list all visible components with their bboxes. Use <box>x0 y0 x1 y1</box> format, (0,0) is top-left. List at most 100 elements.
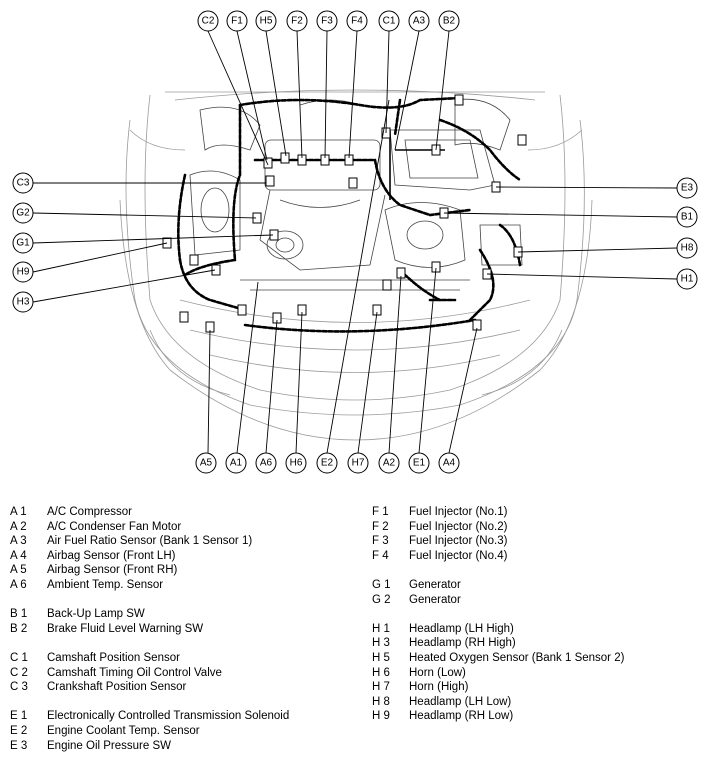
legend-row: A 6 Ambient Temp. Sensor <box>10 578 289 593</box>
legend-code: F 3 <box>372 535 389 548</box>
callout-h1: H1 <box>676 268 698 290</box>
legend-label: Air Fuel Ratio Sensor (Bank 1 Sensor 1) <box>47 535 253 548</box>
svg-text:C2: C2 <box>202 16 215 27</box>
legend-code: H 3 <box>372 637 390 650</box>
callout-b2: B2 <box>438 10 460 32</box>
svg-text:H7: H7 <box>352 458 365 469</box>
svg-text:F4: F4 <box>351 16 363 27</box>
legend-row: F 3 Fuel Injector (No.3) <box>372 534 624 549</box>
legend-row: A 3 Air Fuel Ratio Sensor (Bank 1 Sensor … <box>10 534 289 549</box>
legend-code: C 3 <box>10 681 28 694</box>
svg-text:H1: H1 <box>681 274 694 285</box>
legend-code: H 9 <box>372 710 390 723</box>
callout-b1: B1 <box>676 206 698 228</box>
legend-label: Generator <box>409 593 461 606</box>
callout-h5: H5 <box>255 10 277 32</box>
callout-a6: A6 <box>255 452 277 474</box>
callouts-top: C2 F1 H5 F2 F3 F4 C1 A3 B2 <box>197 10 460 32</box>
legend-label: Generator <box>409 578 461 591</box>
svg-text:B1: B1 <box>681 212 694 223</box>
callout-h6: H6 <box>285 452 307 474</box>
svg-text:C1: C1 <box>383 16 396 27</box>
legend-code: H 1 <box>372 622 390 635</box>
callout-e3: E3 <box>676 177 698 199</box>
legend-code: A 6 <box>10 578 27 591</box>
legend-code: F 4 <box>372 549 389 562</box>
svg-text:A1: A1 <box>230 458 243 469</box>
legend-label: Engine Oil Pressure SW <box>47 739 171 752</box>
legend-gap <box>372 563 624 578</box>
leader-lines <box>32 30 678 454</box>
legend-code: A 3 <box>10 535 27 548</box>
svg-text:A4: A4 <box>443 458 456 469</box>
callout-h9: H9 <box>12 261 34 283</box>
legend-label: Heated Oxygen Sensor (Bank 1 Sensor 2) <box>409 651 625 664</box>
legend-code: G 1 <box>372 578 391 591</box>
legend-label: Fuel Injector (No.3) <box>409 535 508 548</box>
wire-harness <box>177 96 522 333</box>
callouts-right: E3 B1 H8 H1 <box>676 177 698 290</box>
legend-gap <box>10 593 289 608</box>
engine-room-wiring-diagram: C2 F1 H5 F2 F3 F4 C1 A3 B2 C3 G2 G1 H9 H… <box>12 10 698 474</box>
svg-text:E2: E2 <box>321 458 334 469</box>
svg-text:A5: A5 <box>200 458 213 469</box>
legend-label: A/C Compressor <box>47 506 132 518</box>
svg-text:C3: C3 <box>17 178 30 189</box>
legend-code: E 3 <box>10 739 28 752</box>
callout-g2: G2 <box>12 202 34 224</box>
legend-label: Ambient Temp. Sensor <box>47 578 164 591</box>
legend-label: Headlamp (RH High) <box>409 637 516 650</box>
legend-row: H 3 Headlamp (RH High) <box>372 636 624 651</box>
legend-label: Fuel Injector (No.4) <box>409 549 508 562</box>
legend-label: Camshaft Position Sensor <box>47 651 180 664</box>
legend-code: F 2 <box>372 520 389 533</box>
callout-c3: C3 <box>12 172 34 194</box>
callout-a1: A1 <box>225 452 247 474</box>
legend-code: A 2 <box>10 520 27 533</box>
vehicle-body-outline <box>119 89 593 441</box>
svg-text:F3: F3 <box>321 16 333 27</box>
legend-label: Back-Up Lamp SW <box>47 608 145 621</box>
legend-label: Fuel Injector (No.2) <box>409 520 508 533</box>
legend-code: E 2 <box>10 724 28 737</box>
svg-text:G2: G2 <box>16 208 30 219</box>
legend-code: H 5 <box>372 651 390 664</box>
svg-text:H3: H3 <box>17 297 30 308</box>
callouts-left: C3 G2 G1 H9 H3 <box>12 172 34 313</box>
callout-h7: H7 <box>347 452 369 474</box>
callout-f3: F3 <box>316 10 338 32</box>
legend-code: B 1 <box>10 608 28 621</box>
svg-text:G1: G1 <box>16 238 30 249</box>
legend-label: Fuel Injector (No.1) <box>409 506 508 518</box>
callout-f1: F1 <box>226 10 248 32</box>
legend-gap <box>10 636 289 651</box>
svg-text:H5: H5 <box>260 16 273 27</box>
legend-label: Headlamp (LH Low) <box>409 695 512 708</box>
legend-label: Airbag Sensor (Front LH) <box>47 549 176 562</box>
callout-c2: C2 <box>197 10 219 32</box>
callout-f2: F2 <box>286 10 308 32</box>
legend-code: H 6 <box>372 666 390 679</box>
legend-code: H 7 <box>372 681 390 694</box>
callout-e1: E1 <box>408 452 430 474</box>
callout-e2: E2 <box>316 452 338 474</box>
svg-text:B2: B2 <box>443 16 456 27</box>
legend-code: A 1 <box>10 506 27 518</box>
svg-text:E3: E3 <box>681 183 694 194</box>
callouts-bottom: A5 A1 A6 H6 E2 H7 A2 E1 A4 <box>195 452 460 474</box>
svg-text:E1: E1 <box>413 458 426 469</box>
legend-row: G 1 Generator <box>372 578 624 593</box>
svg-text:A2: A2 <box>383 458 396 469</box>
